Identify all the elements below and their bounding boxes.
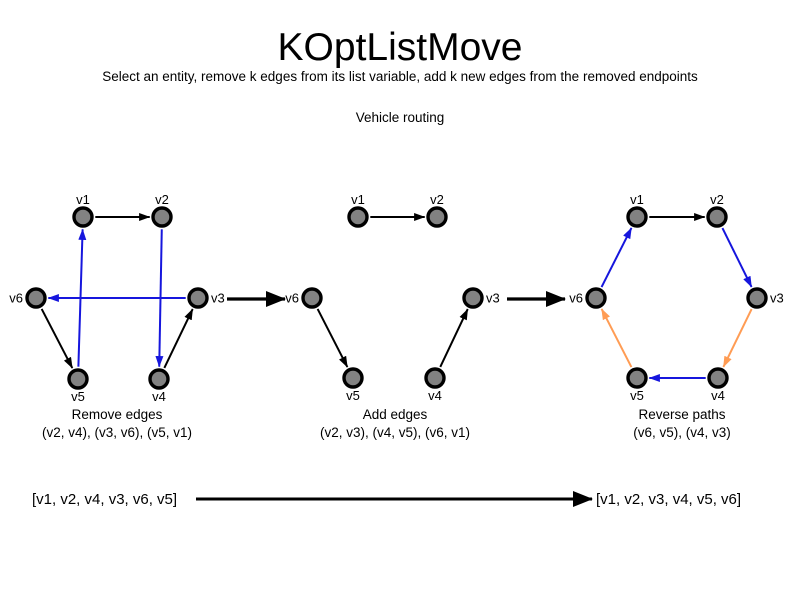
node-remove-edges-v2 — [151, 206, 173, 228]
caption-remove-edges-detail: (v2, v4), (v3, v6), (v5, v1) — [41, 425, 193, 440]
edge-v4-v3 — [439, 308, 469, 368]
caption-add-edges: Add edges (v2, v3), (v4, v5), (v6, v1) — [295, 406, 495, 442]
edge-v6-v1 — [600, 227, 633, 288]
caption-reverse-paths-title: Reverse paths — [638, 407, 726, 422]
edge-v5-v6 — [600, 308, 633, 368]
node-remove-edges-v5 — [67, 368, 89, 390]
node-remove-edges-v6 — [25, 287, 47, 309]
page-title: KOptListMove — [277, 26, 523, 69]
list-after: [v1, v2, v3, v4, v5, v6] — [596, 491, 742, 508]
node-remove-edges-v4 — [148, 368, 170, 390]
node-label-v1: v1 — [630, 192, 644, 207]
node-add-edges-v2 — [426, 206, 448, 228]
node-reverse-paths-v4 — [707, 367, 729, 389]
list-before: [v1, v2, v4, v3, v6, v5] — [32, 491, 178, 508]
node-add-edges-v4 — [424, 367, 446, 389]
node-reverse-paths-v3 — [746, 287, 768, 309]
node-label-v5: v5 — [630, 388, 644, 403]
graph-reverse-paths: v1 v2 v3 v4 v5 v6 — [569, 192, 783, 403]
node-label-v6: v6 — [569, 291, 583, 306]
node-reverse-paths-v2 — [706, 206, 728, 228]
node-reverse-paths-v5 — [626, 367, 648, 389]
node-label-v3: v3 — [486, 291, 500, 306]
node-add-edges-v3 — [462, 287, 484, 309]
edge-v6-v5 — [316, 308, 349, 368]
page-subtitle: Select an entity, remove k edges from it… — [102, 69, 698, 84]
node-remove-edges-v3 — [187, 287, 209, 309]
node-label-v3: v3 — [770, 291, 784, 306]
node-label-v5: v5 — [71, 389, 85, 404]
node-add-edges-v5 — [342, 367, 364, 389]
node-label-v6: v6 — [285, 291, 299, 306]
caption-add-edges-title: Add edges — [362, 407, 428, 422]
node-label-v1: v1 — [351, 192, 365, 207]
node-label-v3: v3 — [211, 291, 225, 306]
node-add-edges-v1 — [347, 206, 369, 228]
node-label-v4: v4 — [428, 388, 442, 403]
node-label-v2: v2 — [155, 192, 169, 207]
edge-v2-v3 — [721, 227, 753, 288]
edge-v5-v1 — [77, 228, 87, 367]
edge-v4-v3 — [163, 308, 194, 369]
context-label: Vehicle routing — [355, 110, 445, 125]
node-label-v6: v6 — [9, 291, 23, 306]
edge-v6-v5 — [40, 308, 74, 369]
caption-reverse-paths-detail: (v6, v5), (v4, v3) — [633, 425, 731, 440]
caption-reverse-paths: Reverse paths (v6, v5), (v4, v3) — [582, 406, 782, 442]
node-label-v5: v5 — [346, 388, 360, 403]
node-reverse-paths-v1 — [626, 206, 648, 228]
caption-add-edges-detail: (v2, v3), (v4, v5), (v6, v1) — [319, 425, 471, 440]
node-label-v4: v4 — [152, 389, 166, 404]
graph-add-edges: v1 v2 v3 v4 v5 v6 — [285, 192, 499, 403]
graph-remove-edges: v1 v2 v3 v4 v5 v6 — [9, 192, 224, 404]
node-reverse-paths-v6 — [585, 287, 607, 309]
node-add-edges-v6 — [301, 287, 323, 309]
edge-v3-v4 — [722, 308, 753, 368]
node-label-v2: v2 — [710, 192, 724, 207]
node-label-v1: v1 — [76, 192, 90, 207]
caption-remove-edges: Remove edges (v2, v4), (v3, v6), (v5, v1… — [17, 406, 217, 442]
node-label-v2: v2 — [430, 192, 444, 207]
caption-remove-edges-title: Remove edges — [71, 407, 163, 422]
node-label-v4: v4 — [711, 388, 725, 403]
node-remove-edges-v1 — [72, 206, 94, 228]
